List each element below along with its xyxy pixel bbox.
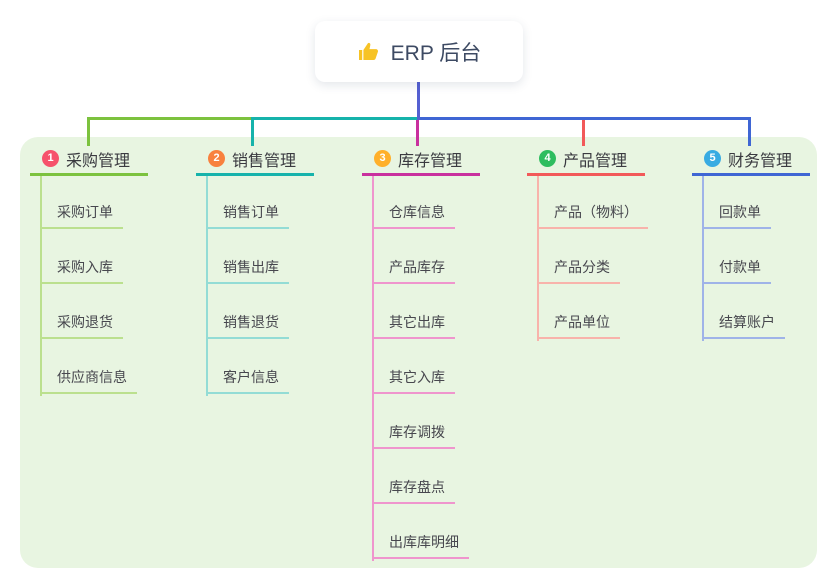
child-topic[interactable]: 采购订单 bbox=[40, 197, 123, 229]
connector-segment-right bbox=[417, 117, 751, 120]
branch-drop-line-5 bbox=[748, 120, 751, 146]
branch-2: 2 销售管理 销售订单销售出库销售退货客户信息 bbox=[196, 147, 314, 396]
child-topic[interactable]: 采购入库 bbox=[40, 252, 123, 284]
branch-4: 4 产品管理 产品（物料） 产品分类产品单位 bbox=[527, 147, 648, 341]
branch-title-label: 财务管理 bbox=[728, 152, 793, 170]
branch-drop-line-2 bbox=[251, 120, 254, 146]
child-topic[interactable]: 回款单 bbox=[702, 197, 771, 229]
connector-segment-middle bbox=[251, 117, 419, 120]
branch-drop-line-1 bbox=[87, 120, 90, 146]
branch-number-badge: 3 bbox=[374, 150, 391, 167]
branch-title[interactable]: 5 财务管理 bbox=[692, 147, 810, 176]
root-node[interactable]: ERP 后台 bbox=[315, 21, 523, 82]
branch-children-connector-line bbox=[372, 176, 374, 561]
child-topic[interactable]: 供应商信息 bbox=[40, 362, 137, 394]
child-topic[interactable]: 客户信息 bbox=[206, 362, 289, 394]
thumbs-up-icon bbox=[357, 40, 381, 64]
branch-title[interactable]: 1 采购管理 bbox=[30, 147, 148, 176]
child-topic[interactable]: 产品分类 bbox=[537, 252, 620, 284]
child-topic[interactable]: 库存调拨 bbox=[372, 417, 455, 449]
branch-number-badge: 2 bbox=[208, 150, 225, 167]
branch-title[interactable]: 3 库存管理 bbox=[362, 147, 480, 176]
root-connector-line bbox=[417, 82, 420, 120]
branch-number-badge: 1 bbox=[42, 150, 59, 167]
child-topic[interactable]: 仓库信息 bbox=[372, 197, 455, 229]
branch-title-label: 销售管理 bbox=[232, 152, 297, 170]
branch-children-connector-line bbox=[206, 176, 208, 396]
child-topic[interactable]: 销售出库 bbox=[206, 252, 289, 284]
branch-children-connector-line bbox=[537, 176, 539, 341]
child-topic[interactable]: 销售订单 bbox=[206, 197, 289, 229]
branch-title-label: 产品管理 bbox=[563, 152, 628, 170]
root-label: ERP 后台 bbox=[390, 41, 482, 65]
connector-segment-left bbox=[87, 117, 253, 120]
branch-title-label: 库存管理 bbox=[398, 152, 463, 170]
branch-children-connector-line bbox=[40, 176, 42, 396]
branch-number-badge: 5 bbox=[704, 150, 721, 167]
child-topic[interactable]: 其它入库 bbox=[372, 362, 455, 394]
child-topic[interactable]: 出库库明细 bbox=[372, 527, 469, 559]
child-topic[interactable]: 产品单位 bbox=[537, 307, 620, 339]
branch-title[interactable]: 2 销售管理 bbox=[196, 147, 314, 176]
branch-3: 3 库存管理 仓库信息产品库存其它出库其它入库库存调拨库存盘点出库库明细 bbox=[362, 147, 480, 561]
branch-1: 1 采购管理 采购订单采购入库采购退货供应商信息 bbox=[30, 147, 148, 396]
child-topic[interactable]: 其它出库 bbox=[372, 307, 455, 339]
child-topic[interactable]: 采购退货 bbox=[40, 307, 123, 339]
branch-title-label: 采购管理 bbox=[66, 152, 131, 170]
branch-children-connector-line bbox=[702, 176, 704, 341]
branches-panel bbox=[20, 137, 817, 568]
child-topic[interactable]: 销售退货 bbox=[206, 307, 289, 339]
child-topic[interactable]: 产品库存 bbox=[372, 252, 455, 284]
branch-5: 5 财务管理 回款单付款单结算账户 bbox=[692, 147, 810, 341]
child-topic[interactable]: 产品（物料） bbox=[537, 197, 648, 229]
child-topic[interactable]: 付款单 bbox=[702, 252, 771, 284]
child-topic[interactable]: 结算账户 bbox=[702, 307, 785, 339]
branch-drop-line-3 bbox=[416, 120, 419, 146]
branch-drop-line-4 bbox=[582, 120, 585, 146]
child-topic[interactable]: 库存盘点 bbox=[372, 472, 455, 504]
branch-title[interactable]: 4 产品管理 bbox=[527, 147, 645, 176]
branch-number-badge: 4 bbox=[539, 150, 556, 167]
